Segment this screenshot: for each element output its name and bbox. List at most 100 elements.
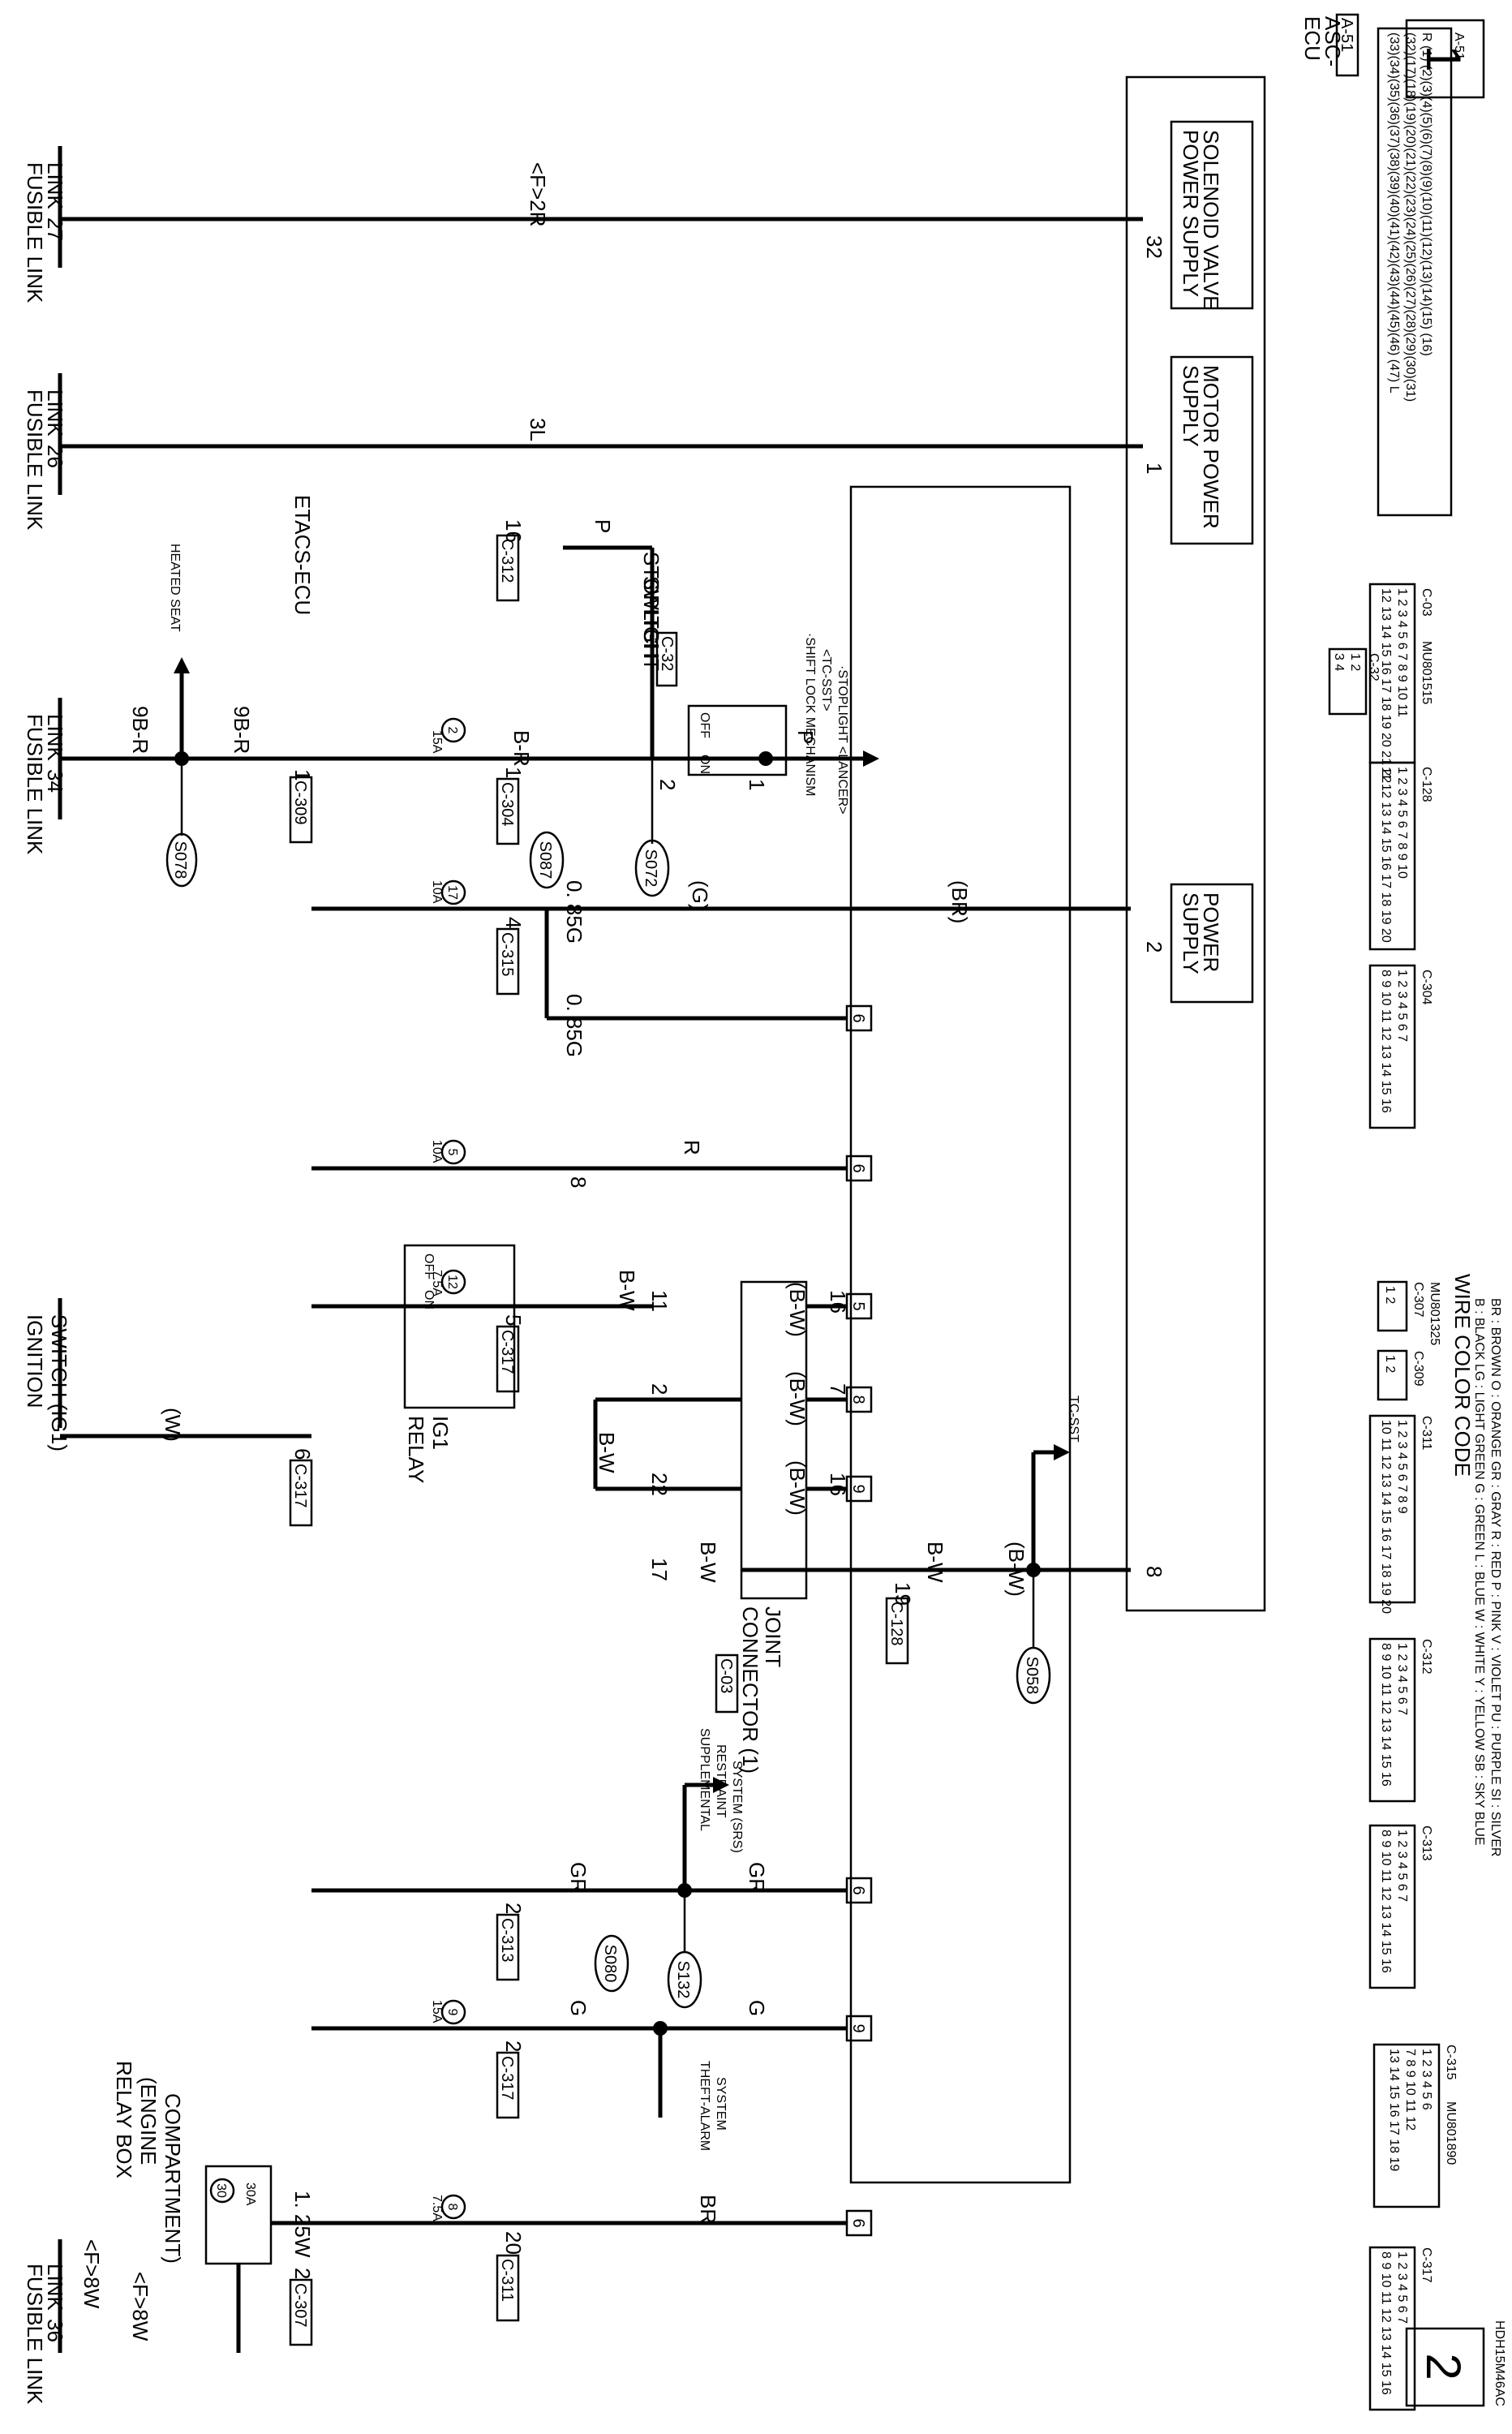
- svg-text:1. 25W: 1. 25W: [290, 2191, 315, 2258]
- motor-supply-box: [1170, 355, 1254, 545]
- svg-text:9: 9: [849, 2023, 867, 2032]
- svg-text:B-R: B-R: [509, 730, 534, 767]
- etacs-label: ETACS-ECU: [290, 495, 315, 615]
- asc-ecu-box: [1125, 75, 1266, 1612]
- wire-label-p: P: [591, 519, 615, 533]
- svg-text:MU801515: MU801515: [1420, 641, 1433, 704]
- connector-view-c313: [1368, 1824, 1416, 1989]
- splice-s132: [667, 1950, 702, 2009]
- svg-text:FUSIBLE LINK: FUSIBLE LINK: [23, 162, 47, 303]
- fusible-link-34: FUSIBLE LINK LINK 34: [23, 698, 67, 855]
- svg-text:20: 20: [501, 2231, 526, 2255]
- etacs-ecu-box: [849, 485, 1072, 2184]
- arrow-heated-seat: [174, 657, 190, 673]
- svg-text:2: 2: [655, 779, 680, 790]
- svg-text:1: 1: [745, 779, 769, 790]
- svg-text:8: 8: [566, 1176, 591, 1188]
- svg-text:FUSIBLE LINK: FUSIBLE LINK: [23, 2264, 47, 2405]
- page-mark-right: 2: [1416, 2353, 1471, 2380]
- svg-text:7.5A: 7.5A: [430, 1270, 444, 1297]
- svg-text:0. 85G: 0. 85G: [562, 994, 586, 1057]
- connector-view-c32: [1328, 647, 1368, 716]
- svg-text:17: 17: [445, 885, 459, 900]
- ground-5: [845, 1292, 873, 1320]
- svg-text:8: 8: [445, 2204, 459, 2211]
- svg-text:LINK: LINK: [43, 714, 67, 761]
- svg-text:CONNECTOR (1): CONNECTOR (1): [738, 1606, 762, 1774]
- svg-text:(ENGINE: (ENGINE: [136, 2077, 161, 2165]
- wire-label-9br-b: 9B-R: [230, 706, 254, 754]
- stoplight-l2: SWITCH: [639, 576, 664, 660]
- conn-c128: C-128: [887, 1602, 905, 1645]
- svg-text:C-128: C-128: [1420, 767, 1433, 802]
- ground-9b: [845, 2015, 873, 2042]
- svg-text:S080: S080: [601, 1945, 619, 1983]
- svg-text:S078: S078: [171, 841, 189, 879]
- svg-text:B-W: B-W: [696, 1542, 720, 1583]
- power-supply-box: [1170, 883, 1254, 1004]
- connector-view-c317: [1368, 2246, 1416, 2411]
- svg-text:WIRE COLOR CODE: WIRE COLOR CODE: [1450, 1274, 1475, 1477]
- shift-lock-l1: ·SHIFT LOCK MECHANISM: [803, 633, 817, 797]
- svg-text:R: R: [680, 1140, 704, 1155]
- svg-text:1 2 3 4 5 6 7: 1 2 3 4 5 6 7: [1395, 1643, 1409, 1715]
- svg-text:SYSTEM: SYSTEM: [714, 2077, 728, 2131]
- connector-view-c128: [1368, 761, 1416, 951]
- shift-lock-l3: ·STOPLIGHT <LANCER>: [835, 665, 849, 814]
- svg-text:(B-W): (B-W): [785, 1371, 810, 1426]
- svg-text:FUSIBLE LINK: FUSIBLE LINK: [23, 389, 47, 531]
- ground-6b: [845, 1155, 873, 1182]
- svg-text:2: 2: [501, 2041, 526, 2052]
- svg-text:POWER SUPPLY: POWER SUPPLY: [1179, 130, 1203, 297]
- svg-text:R (1) (2)(3)(4)(5)(6)(7)(8)(9): R (1) (2)(3)(4)(5)(6)(7)(8)(9)(10)(11)(1…: [1420, 32, 1433, 356]
- svg-text:36: 36: [43, 2319, 67, 2342]
- svg-text:10 11 12 13 14 15 16 17 18 19: 10 11 12 13 14 15 16 17 18 19 20: [1379, 1420, 1393, 1614]
- svg-text:30: 30: [214, 2183, 228, 2198]
- svg-text:SUPPLY: SUPPLY: [1179, 892, 1203, 974]
- conn-a51: A-51: [1338, 18, 1355, 52]
- svg-text:6: 6: [849, 1163, 867, 1172]
- svg-text:2: 2: [647, 1383, 672, 1395]
- svg-text:1: 1: [501, 767, 526, 778]
- svg-text:12: 12: [445, 1275, 459, 1289]
- svg-text:17: 17: [647, 1558, 672, 1581]
- svg-text:26: 26: [43, 445, 67, 468]
- svg-text:1 2 3 4 5 6: 1 2 3 4 5 6: [1420, 2049, 1433, 2110]
- fuse-2-circle: [440, 717, 466, 743]
- svg-text:B-W: B-W: [615, 1270, 639, 1311]
- splice-s080: [594, 1934, 629, 1993]
- svg-text:LINK: LINK: [43, 389, 67, 436]
- svg-text:RELAY BOX: RELAY BOX: [112, 2061, 136, 2178]
- svg-text:THEFT-ALARM: THEFT-ALARM: [698, 2061, 711, 2151]
- svg-text:C-03: C-03: [1420, 588, 1433, 617]
- svg-text:30A: 30A: [243, 2182, 257, 2206]
- svg-text:13 14 15 16 17 18 19: 13 14 15 16 17 18 19: [1387, 2049, 1401, 2171]
- svg-text:SOLENOID VALVE: SOLENOID VALVE: [1199, 130, 1223, 310]
- svg-text:7.5A: 7.5A: [430, 2195, 444, 2221]
- svg-text:8 9 10 11 12 13 14 15 16: 8 9 10 11 12 13 14 15 16: [1379, 1643, 1393, 1787]
- splice-s058: [1016, 1646, 1051, 1705]
- fuse-17-circle: [440, 879, 466, 905]
- svg-text:JOINT: JOINT: [761, 1606, 785, 1667]
- conn-c304: C-304: [498, 782, 516, 826]
- stoplight-switch-box: [687, 704, 788, 776]
- conn-c311: C-311: [498, 2259, 516, 2302]
- ignition-switch: IGNITION SWITCH (IG1): [23, 1298, 71, 1451]
- svg-text:8 9 10 11 12 13 14 15 16: 8 9 10 11 12 13 14 15 16: [1379, 2251, 1393, 2395]
- conn-c309: C-309: [291, 781, 309, 824]
- svg-text:11 12 13 14 15 16 17 18 19 20: 11 12 13 14 15 16 17 18 19 20: [1379, 767, 1393, 943]
- svg-text:B-W: B-W: [595, 1432, 619, 1473]
- svg-text:RELAY: RELAY: [404, 1416, 428, 1483]
- svg-text:34: 34: [43, 769, 67, 793]
- svg-text:<F>8W: <F>8W: [128, 2272, 152, 2342]
- svg-text:SUPPLY: SUPPLY: [1179, 365, 1203, 447]
- conn-c312: C-312: [498, 539, 516, 583]
- ground-9a: [845, 1475, 873, 1503]
- connector-view-c311: [1368, 1414, 1416, 1604]
- svg-text:(32)(17)(18)(19)(20)(21)(22)(2: (32)(17)(18)(19)(20)(21)(22)(23)(24)(25)…: [1403, 32, 1417, 402]
- svg-text:G: G: [745, 2000, 769, 2016]
- svg-text:(W): (W): [161, 1408, 185, 1442]
- svg-text:10A: 10A: [430, 880, 444, 904]
